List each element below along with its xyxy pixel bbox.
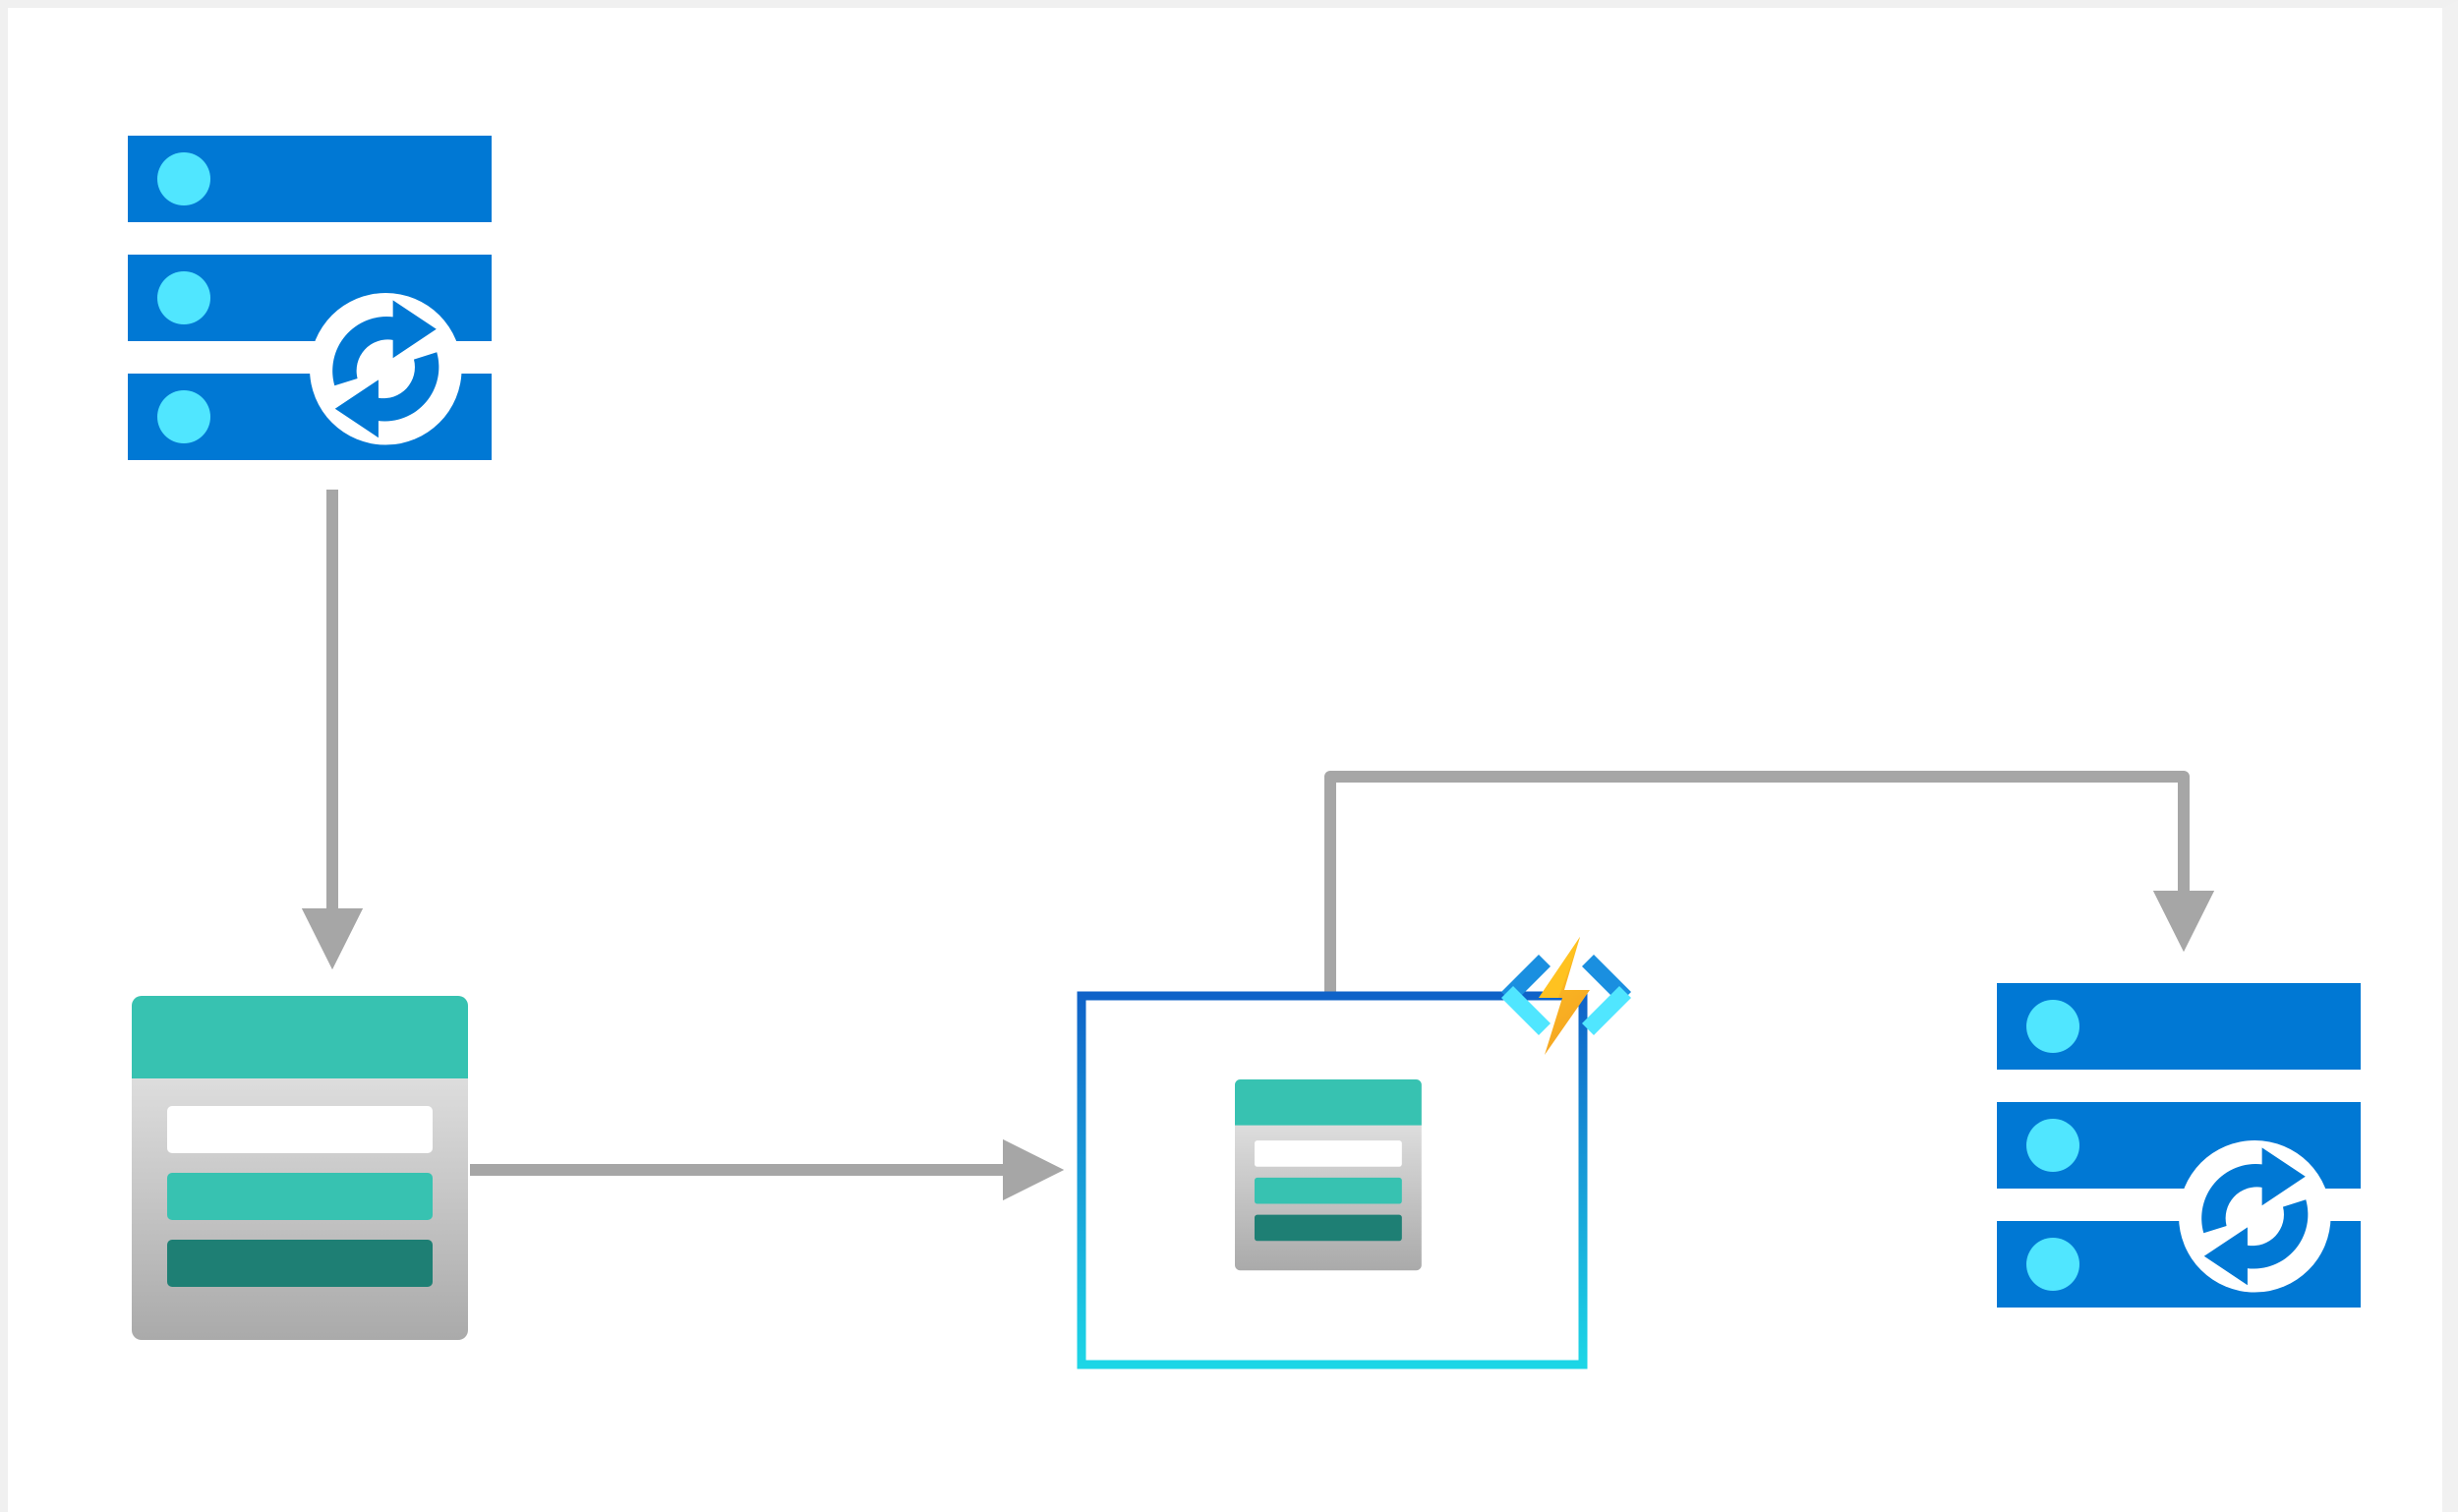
function-table-storage-icon <box>1235 1079 1422 1271</box>
architecture-diagram <box>128 136 2361 1369</box>
target-server-node[interactable] <box>1997 983 2361 1308</box>
function-app-node[interactable] <box>1077 937 1631 1369</box>
source-server-node[interactable] <box>128 136 492 460</box>
azure-functions-icon <box>1501 937 1631 1055</box>
connector-function-to-target <box>1324 771 2215 1003</box>
table-storage-icon <box>132 996 468 1340</box>
sync-refresh-icon <box>2179 1140 2331 1293</box>
connectors-layer <box>301 490 2215 1201</box>
sync-refresh-icon <box>310 293 462 445</box>
source-table-storage-node[interactable] <box>132 996 468 1340</box>
